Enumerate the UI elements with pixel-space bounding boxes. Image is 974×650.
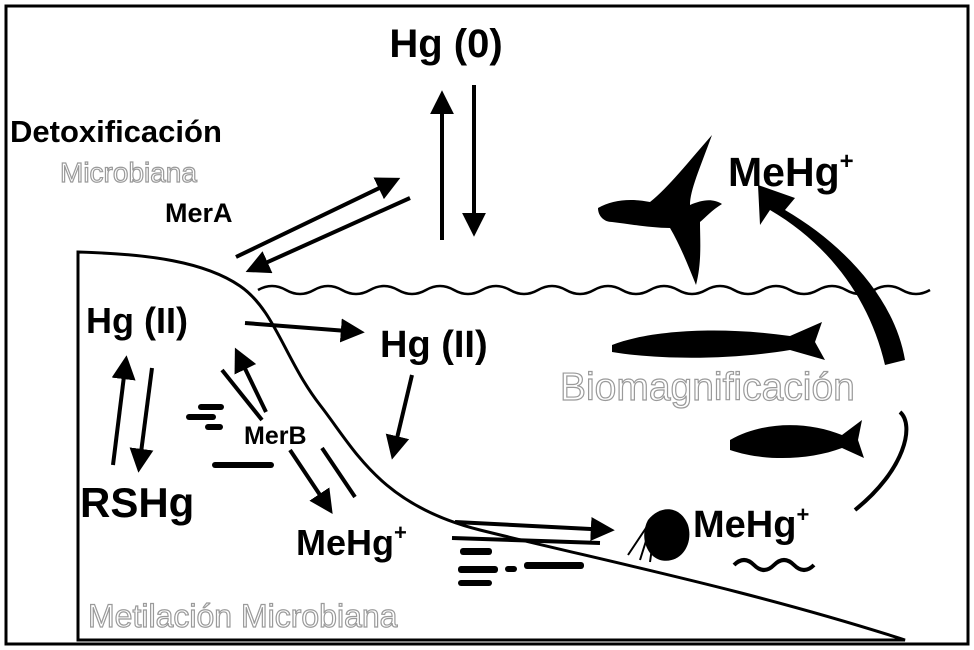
small-fish-icon	[730, 420, 864, 458]
arrow-mera-down	[250, 198, 410, 270]
methylation-label: Metilación Microbiana	[88, 598, 398, 634]
large-fish-icon	[612, 322, 825, 360]
hg2-water-label: Hg (II)	[380, 324, 488, 366]
rshg-label: RSHg	[80, 479, 194, 526]
merb-label: MerB	[244, 422, 307, 450]
arrow-methylation-down	[290, 450, 330, 510]
hg2-sediment-label: Hg (II)	[86, 300, 188, 341]
hg0-label: Hg (0)	[389, 22, 502, 66]
arrow-methylation-pair	[322, 448, 355, 497]
detox-title: Detoxificación	[10, 114, 222, 149]
crustacean-icon	[628, 509, 689, 562]
arrow-hg2-water-down	[393, 375, 412, 455]
arrow-hg2-to-water	[245, 323, 360, 332]
arrow-merb-up	[237, 352, 266, 412]
arrow-mera-up	[236, 180, 396, 257]
biomag-arrow-lower	[855, 412, 906, 510]
detox-subtitle: Microbiana	[60, 157, 197, 188]
mera-label: MerA	[165, 198, 233, 228]
bird-icon	[598, 135, 722, 285]
arrow-rshg-down	[139, 368, 152, 468]
mehg-right-label: MeHg+	[693, 502, 809, 546]
biomagnification-label: Biomagnificación	[560, 366, 855, 409]
mehg-sediment-label: MeHg+	[296, 520, 407, 563]
arrow-mehg-pair	[452, 538, 600, 543]
mehg-top-label: MeHg+	[728, 148, 854, 195]
arrow-rshg-up	[113, 360, 126, 465]
worm-icon	[734, 560, 814, 570]
water-surface	[258, 286, 930, 294]
